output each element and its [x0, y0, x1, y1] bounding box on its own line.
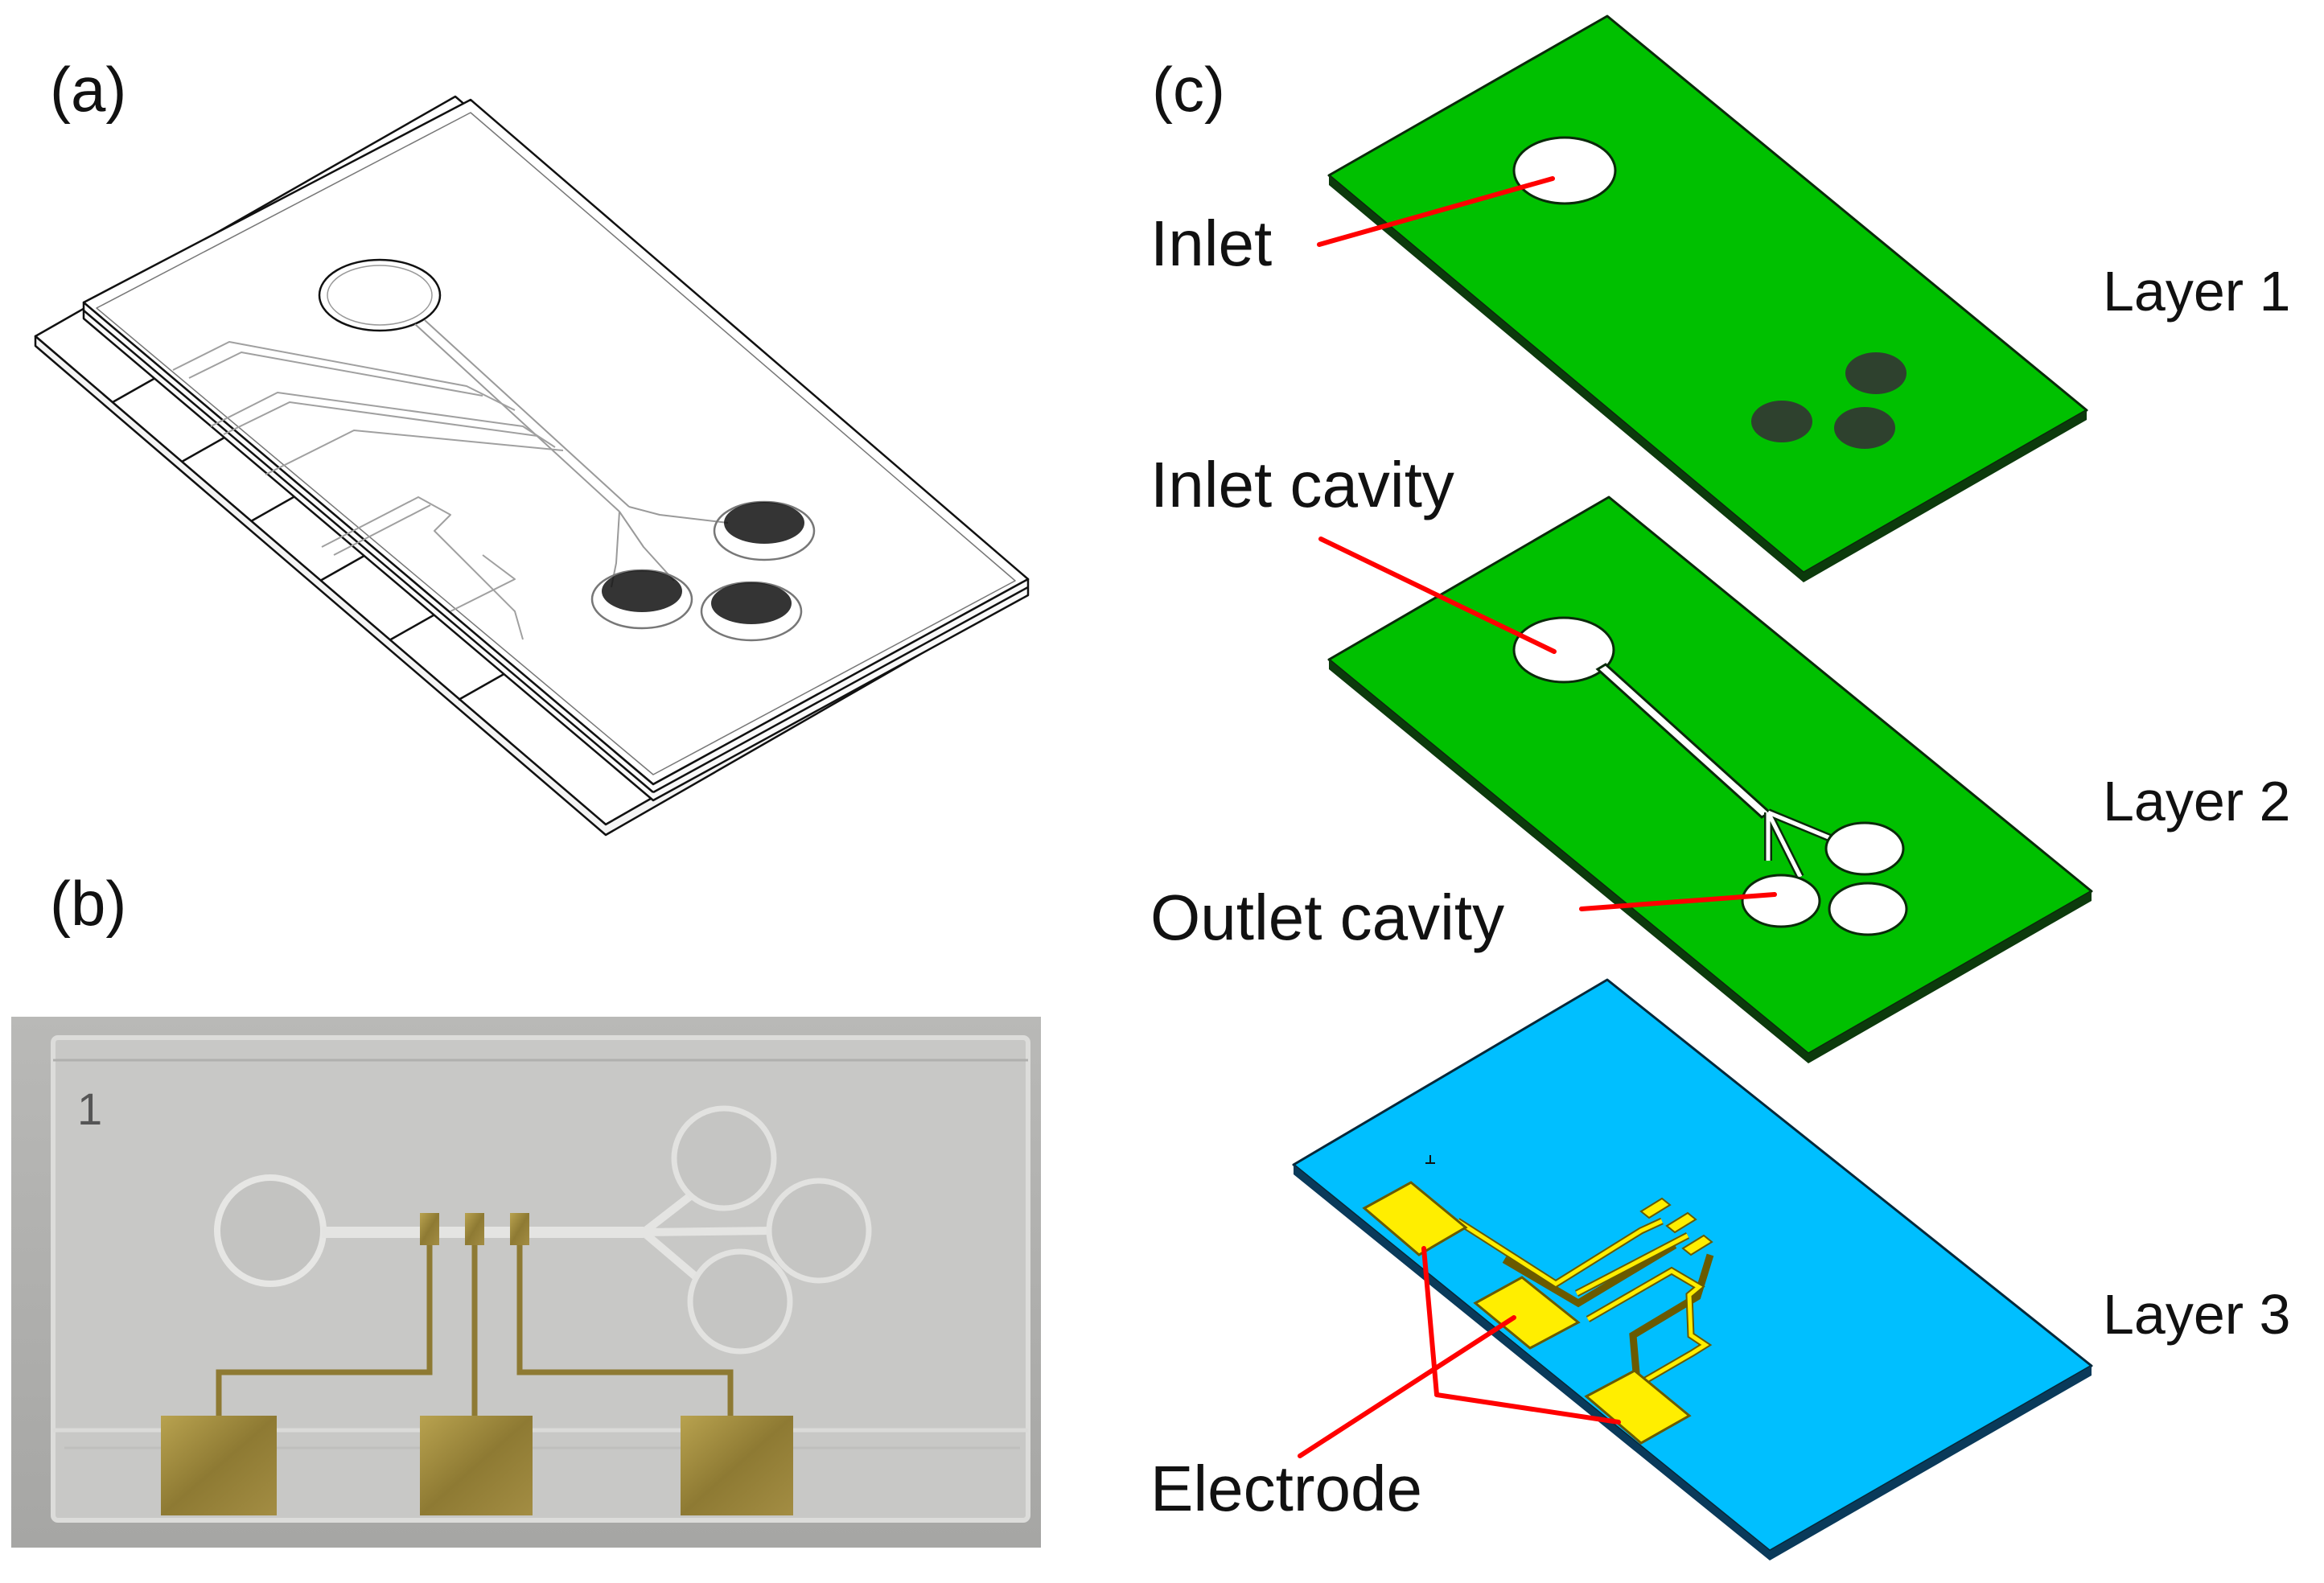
panel-c-label: (c)	[1152, 54, 1225, 125]
electrode-leader-2	[1298, 1315, 1516, 1458]
inlet-cavity-leader	[1318, 537, 1557, 654]
callout-inlet-cavity: Inlet cavity	[1150, 449, 1454, 520]
photo-tip-2	[465, 1213, 484, 1245]
photo-inlet-well	[214, 1174, 327, 1287]
layer-2-label: Layer 2	[2103, 770, 2290, 833]
photo-pad-3	[681, 1416, 793, 1515]
layer-2-plate	[1327, 495, 2093, 1063]
top-layer-inner	[96, 112, 1016, 775]
photo-outlet-well-2	[766, 1178, 872, 1284]
layer-3-pad-3	[1584, 1369, 1692, 1445]
callout-inlet: Inlet	[1150, 208, 1272, 279]
panel-b-label: (b)	[50, 868, 126, 939]
layer-3-plate	[1292, 978, 2093, 1560]
photo-tip-3	[510, 1213, 529, 1245]
photo-pad-2	[420, 1416, 533, 1515]
inlet-leader	[1317, 176, 1555, 247]
photo-outlet-well-1	[671, 1105, 777, 1211]
layer-1-outlet-arrays	[1751, 352, 1907, 449]
outlet-disc-2	[590, 569, 693, 630]
photo-traces	[216, 1245, 734, 1416]
layer-3-pad-2	[1473, 1276, 1581, 1350]
outlet-disc-3	[700, 581, 803, 642]
chip-photo: 1	[11, 1017, 1041, 1548]
photo-tip-1	[420, 1213, 439, 1245]
leader-lines	[1298, 176, 1777, 1458]
layer-3-label: Layer 3	[2103, 1283, 2290, 1346]
channel	[414, 319, 729, 588]
pad-separators	[112, 373, 508, 701]
electrode-leader-3	[1434, 1392, 1621, 1425]
layer-1-label: Layer 1	[2103, 260, 2290, 323]
layer-1-plate	[1327, 14, 2088, 582]
electrode-traces	[172, 341, 564, 640]
photo-mark: 1	[77, 1083, 102, 1134]
outlet-cavity-leader	[1579, 892, 1777, 911]
layer-1-inlet-hole	[1512, 136, 1617, 205]
glass-slide	[51, 1035, 1030, 1523]
layer-2-cavities	[1512, 616, 1908, 936]
callout-outlet-cavity: Outlet cavity	[1150, 882, 1504, 953]
chip-line-drawing	[34, 95, 1030, 837]
layer-3-pad-1	[1362, 1181, 1468, 1256]
top-layer-outline	[82, 98, 1030, 786]
layer-3-traces-fill	[1456, 1219, 1709, 1402]
callout-electrode: Electrode	[1150, 1453, 1422, 1524]
panel-a-label: (a)	[50, 54, 126, 125]
photo-pad-1	[161, 1416, 277, 1515]
inlet-ring-inner	[327, 265, 433, 326]
inlet-ring-outer	[318, 258, 442, 332]
photo-outlet-well-3	[687, 1248, 793, 1355]
outlet-disc-1	[713, 500, 816, 561]
panel-a: (a)	[34, 54, 1030, 837]
top-layer-side	[82, 301, 1030, 802]
layer-3-tips	[1639, 1197, 1713, 1256]
panel-b: (b) 1	[11, 868, 1041, 1548]
panel-c: (c)	[1150, 14, 2290, 1560]
